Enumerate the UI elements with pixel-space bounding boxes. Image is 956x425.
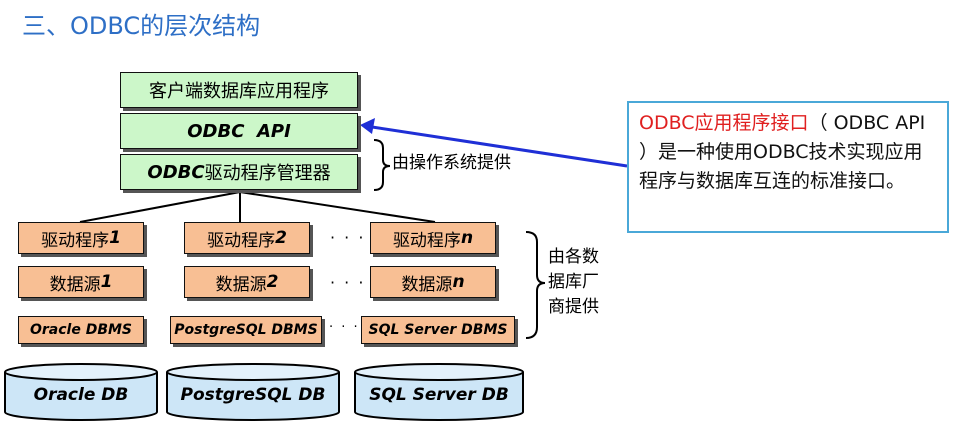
vendor-provided-label: 由各数据库厂商提供	[548, 247, 599, 317]
driver-num: 1	[109, 228, 121, 248]
db-cylinder-3: SQL Server DB	[354, 363, 524, 421]
driver-manager-prefix: ODBC	[147, 161, 205, 183]
db-cylinder-2: PostgreSQL DB	[166, 363, 340, 421]
source-num: n	[452, 272, 465, 292]
ellipsis-row-2: · · ·	[330, 273, 366, 292]
source-text: 数据源	[401, 274, 453, 295]
connector-line	[79, 191, 241, 223]
db-label-2: PostgreSQL DB	[181, 385, 326, 405]
vendor-bracket	[525, 231, 546, 339]
driver-manager-suffix: 驱动程序管理器	[204, 163, 331, 184]
odbc-api-layer: ODBC API	[120, 113, 358, 149]
source-num: 1	[100, 272, 113, 292]
driver-text: 驱动程序	[392, 230, 461, 251]
source-num: 2	[266, 272, 279, 292]
callout-body: （ ODBC API ）是一种使用ODBC技术实现应用程序与数据库互连的标准接口…	[639, 112, 926, 192]
odbc-api-callout: ODBC应用程序接口（ ODBC API ）是一种使用ODBC技术实现应用程序与…	[627, 101, 949, 233]
db-cylinder-1: Oracle DB	[4, 363, 158, 421]
dbms-box-1: Oracle DBMS	[18, 316, 144, 344]
driver-num: 2	[275, 228, 287, 248]
dbms-box-3: SQL Server DBMS	[361, 316, 515, 344]
ellipsis-row-1: · · ·	[330, 228, 366, 247]
connector-line	[239, 191, 436, 223]
source-text: 数据源	[49, 274, 101, 295]
driver-text: 驱动程序	[41, 230, 110, 251]
source-text: 数据源	[215, 274, 267, 295]
driver-text: 驱动程序	[207, 230, 276, 251]
db-label-3: SQL Server DB	[369, 385, 509, 405]
db-label-1: Oracle DB	[34, 385, 129, 405]
driver-num: n	[460, 228, 474, 248]
callout-arrow-line	[371, 125, 628, 168]
callout-highlight: ODBC应用程序接口	[639, 112, 809, 134]
page-title: 三、ODBC的层次结构	[22, 12, 261, 40]
callout-arrow-head	[360, 118, 375, 134]
ellipsis-row-3: · · ·	[329, 320, 360, 335]
client-app-layer: 客户端数据库应用程序	[120, 72, 358, 108]
os-bracket	[373, 139, 391, 191]
os-provided-label: 由操作系统提供	[392, 153, 511, 173]
dbms-box-2: PostgreSQL DBMS	[170, 316, 322, 344]
